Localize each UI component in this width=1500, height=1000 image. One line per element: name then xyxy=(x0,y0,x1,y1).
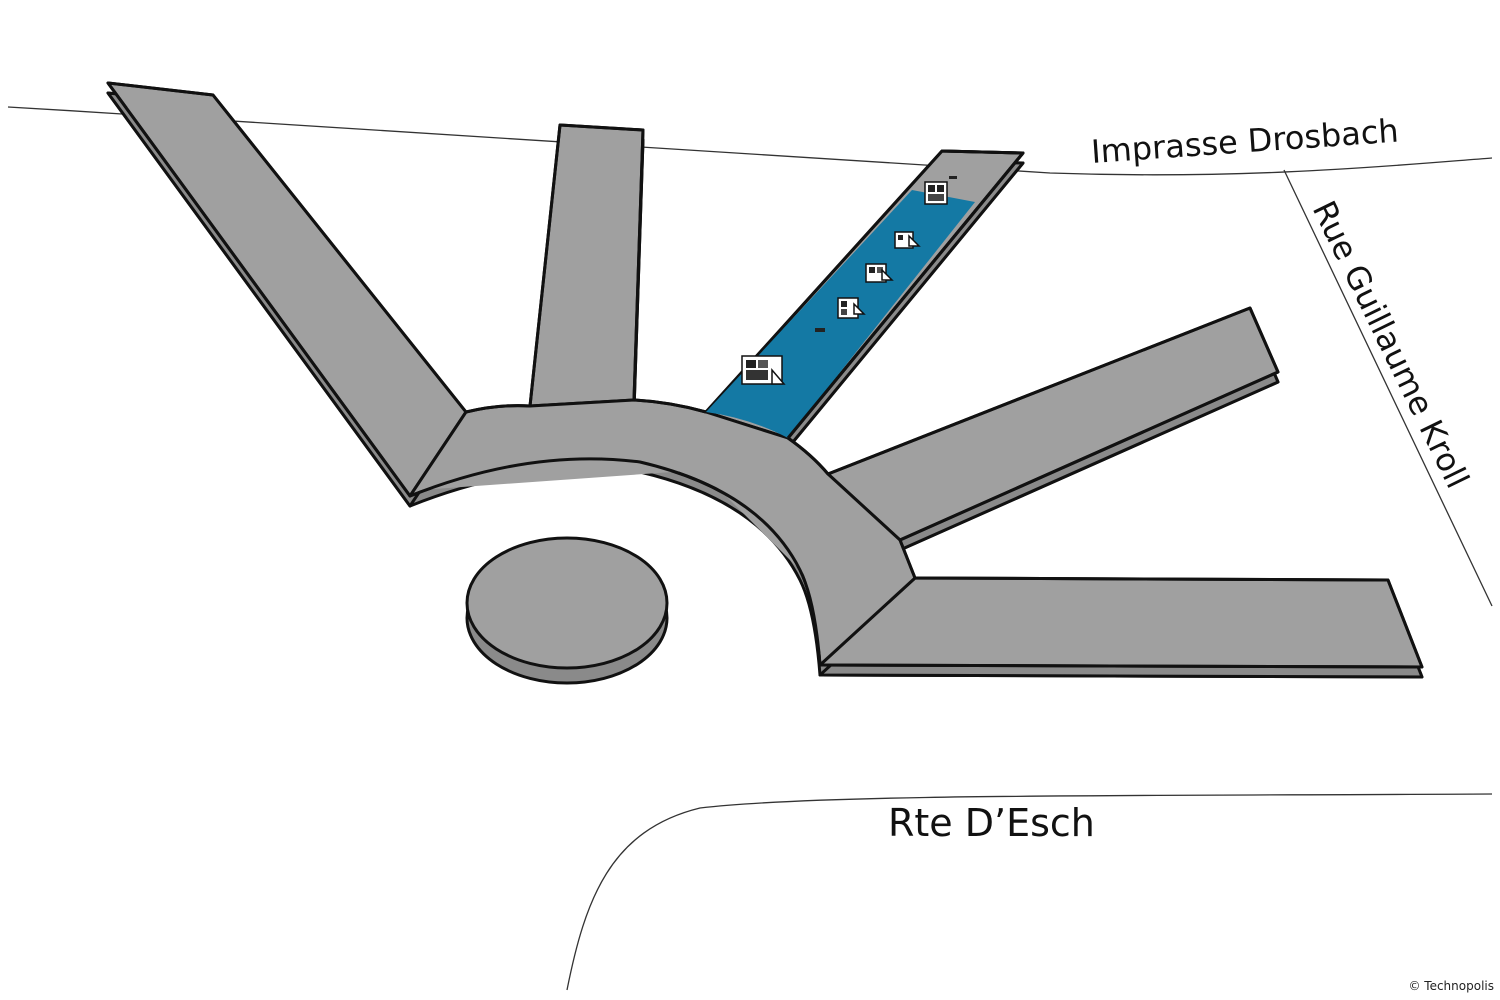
arm-southeast[interactable] xyxy=(818,576,1424,669)
arm-north[interactable] xyxy=(528,123,645,408)
round-building xyxy=(465,536,669,685)
street-label-rue-guillaume-kroll: Rue Guillaume Kroll xyxy=(1305,195,1477,494)
arm-east[interactable] xyxy=(826,306,1280,542)
shop-icon[interactable] xyxy=(815,328,825,332)
shop-icons xyxy=(741,176,957,385)
shop-icon[interactable] xyxy=(865,263,894,283)
main-building[interactable] xyxy=(106,81,1424,679)
shop-icon[interactable] xyxy=(924,176,957,205)
shop-icon[interactable] xyxy=(837,297,866,319)
street-line-rte-desch xyxy=(566,793,1493,991)
street-label-rte-desch: Rte D’Esch xyxy=(888,801,1095,845)
shop-icon[interactable] xyxy=(741,355,786,385)
shop-icon[interactable] xyxy=(894,231,921,249)
arm-northwest[interactable] xyxy=(106,81,468,498)
copyright-notice: © Technopolis xyxy=(1408,979,1494,993)
street-label-imprasse-drosbach: Imprasse Drosbach xyxy=(1090,112,1400,171)
street-line-rue-guillaume-kroll xyxy=(1283,169,1493,607)
